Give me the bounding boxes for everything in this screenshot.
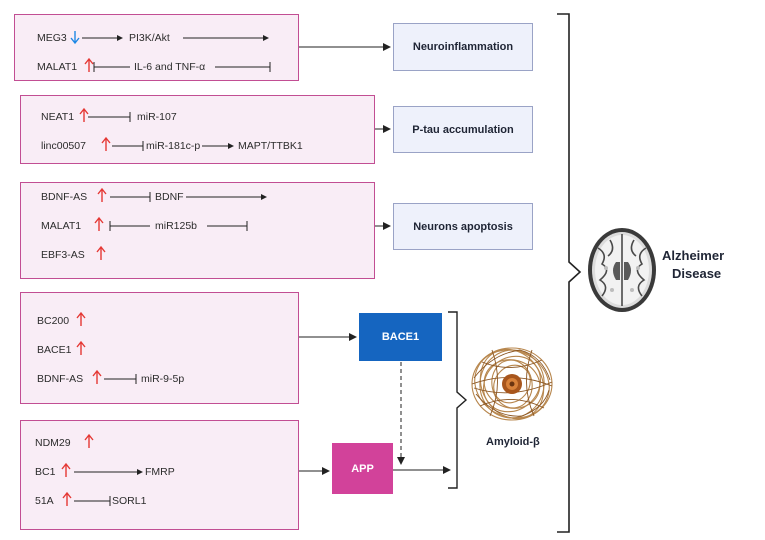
up-arrow-icon [84, 57, 94, 72]
up-arrow-icon [94, 216, 104, 231]
label-bdnf-as-group3: BDNF-AS [41, 191, 88, 203]
label-neat1: NEAT1 [41, 111, 75, 123]
label-ebf3-as: EBF3-AS [41, 249, 85, 261]
label-bc200: BC200 [37, 315, 70, 327]
bace1-block: BACE1 [359, 313, 442, 361]
label-ndm29: NDM29 [35, 437, 71, 449]
up-arrow-icon [97, 187, 107, 202]
label-mir-107: miR-107 [137, 111, 177, 123]
down-arrow-icon [70, 31, 80, 45]
label-sorl1: SORL1 [112, 495, 147, 507]
label-mir-181c-p: miR-181c-p [146, 140, 201, 152]
label-pi3k-akt: PI3K/Akt [129, 32, 170, 44]
app-block: APP [332, 443, 393, 494]
label-bc1: BC1 [35, 466, 56, 478]
label-bace1-lnc: BACE1 [37, 344, 72, 356]
disease-title-line2: Disease [672, 266, 722, 281]
panel-bace1-lncrnas [20, 292, 299, 404]
label-meg3: MEG3 [37, 32, 67, 44]
panel-ptau-lncrnas [20, 95, 375, 164]
label-malat1-group3: MALAT1 [41, 220, 82, 232]
label-malat1-group1: MALAT1 [37, 61, 78, 73]
panel-neuroinflammation-lncrnas [14, 14, 299, 81]
label-fmrp: FMRP [145, 466, 175, 478]
up-arrow-icon [79, 107, 89, 122]
up-arrow-icon [76, 340, 86, 355]
up-arrow-icon [92, 369, 102, 384]
up-arrow-icon [101, 136, 111, 151]
outcome-neuroinflammation: Neuroinflammation [393, 23, 533, 71]
up-arrow-icon [84, 433, 94, 448]
label-bdnf: BDNF [155, 191, 184, 203]
outcome-ptau-accumulation: P-tau accumulation [393, 106, 533, 153]
label-mir125b: miR125b [155, 220, 198, 232]
amyloid-beta-label: Amyloid-β [486, 436, 540, 448]
disease-title-line1: Alzheimer [662, 248, 725, 263]
label-mapt-ttbk1: MAPT/TTBK1 [238, 140, 303, 152]
panel-apoptosis-lncrnas [20, 182, 375, 279]
label-linc00507: linc00507 [41, 140, 86, 152]
label-mir-9-5p: miR-9-5p [141, 373, 185, 385]
outcome-neurons-apoptosis: Neurons apoptosis [393, 203, 533, 250]
up-arrow-icon [76, 311, 86, 326]
up-arrow-icon [61, 462, 71, 477]
up-arrow-icon [62, 491, 72, 506]
label-bdnf-as-group4: BDNF-AS [37, 373, 84, 385]
label-il6-tnfa: IL-6 and TNF-α [134, 61, 206, 73]
label-51a: 51A [35, 495, 54, 507]
up-arrow-icon [96, 245, 106, 260]
